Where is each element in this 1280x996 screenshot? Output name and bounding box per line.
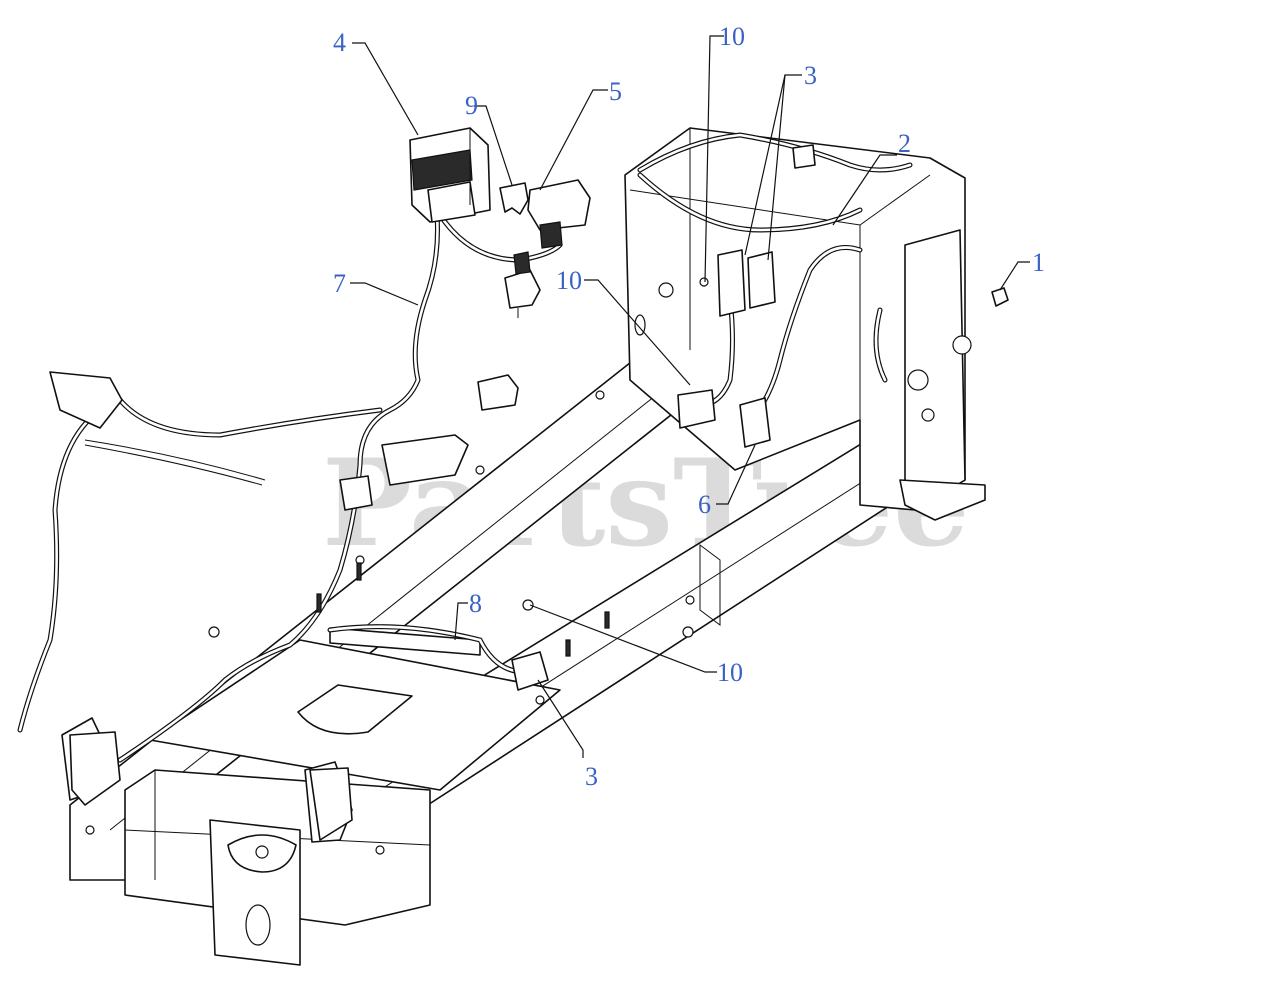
callout-10-top: 10: [719, 22, 745, 51]
callout-6: 6: [698, 490, 711, 519]
relay-front-b: [747, 251, 776, 309]
frame-cross-tube: [329, 627, 481, 656]
frame-dash-plate: [904, 229, 966, 511]
relay-front-a: [717, 249, 746, 317]
seat-switch-left: [49, 371, 123, 429]
interlock-switch: [504, 251, 541, 318]
frame-assembly: [61, 127, 986, 966]
fuse-block: [409, 127, 491, 223]
callout-2: 2: [898, 129, 911, 158]
callout-3-top: 3: [804, 61, 817, 90]
callout-7: 7: [333, 269, 346, 298]
callout-10-bottom: 10: [717, 658, 743, 687]
callout-labels: 1 2 3 3 4 5 6 7 8 9 10 10 10: [333, 22, 1045, 791]
connector-harness: [339, 475, 373, 511]
callout-9: 9: [465, 91, 478, 120]
callout-8: 8: [469, 589, 482, 618]
solenoid: [739, 397, 771, 448]
leader-lines: [350, 35, 1030, 758]
callout-10-middle: 10: [556, 266, 582, 295]
key-switch: [527, 179, 591, 249]
bracket-item-9: [499, 182, 529, 215]
callout-3-bottom: 3: [585, 762, 598, 791]
callout-4: 4: [333, 28, 346, 57]
callout-5: 5: [609, 77, 622, 106]
callout-1: 1: [1032, 248, 1045, 277]
relay-center: [477, 374, 519, 411]
screw-item-1: [991, 287, 1009, 307]
